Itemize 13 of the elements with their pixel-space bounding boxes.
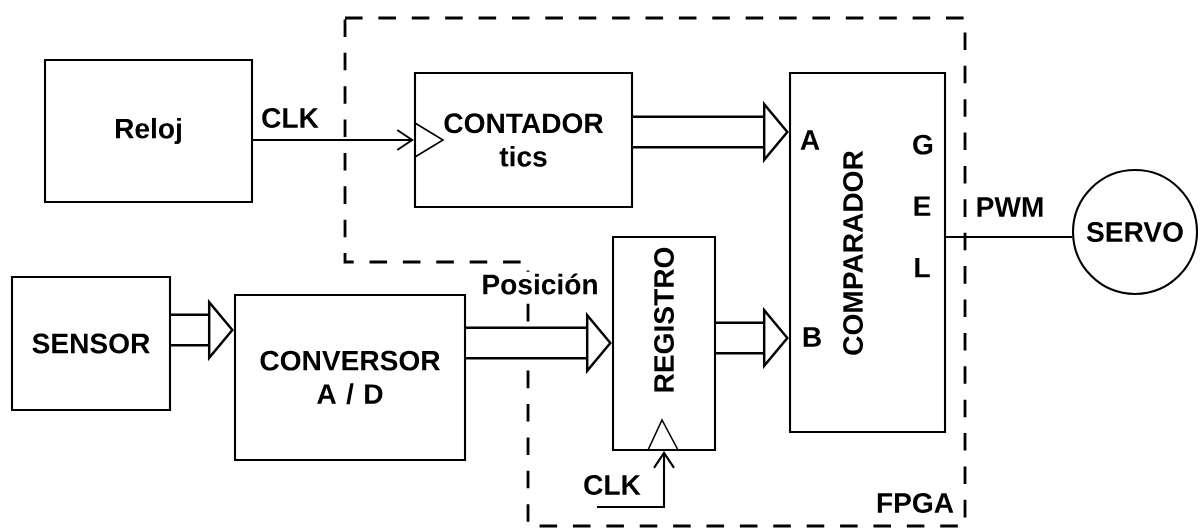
block: SENSOR	[10, 275, 172, 412]
comparator-block: COMPARADOR A B G E L	[788, 71, 947, 434]
register-block: REGISTRO	[611, 235, 717, 452]
edge-label: PWM	[973, 195, 1047, 219]
arrow	[597, 451, 675, 509]
block: CONTADOR tics	[413, 71, 634, 209]
edge-label: CLK	[259, 106, 321, 130]
signal-line	[945, 236, 1073, 238]
arrow	[252, 129, 414, 151]
edge-label: CLK	[581, 473, 643, 497]
edge-label: Posición	[479, 271, 601, 297]
block: Reloj	[43, 58, 254, 204]
block: CONVERSOR A / D	[233, 293, 467, 462]
